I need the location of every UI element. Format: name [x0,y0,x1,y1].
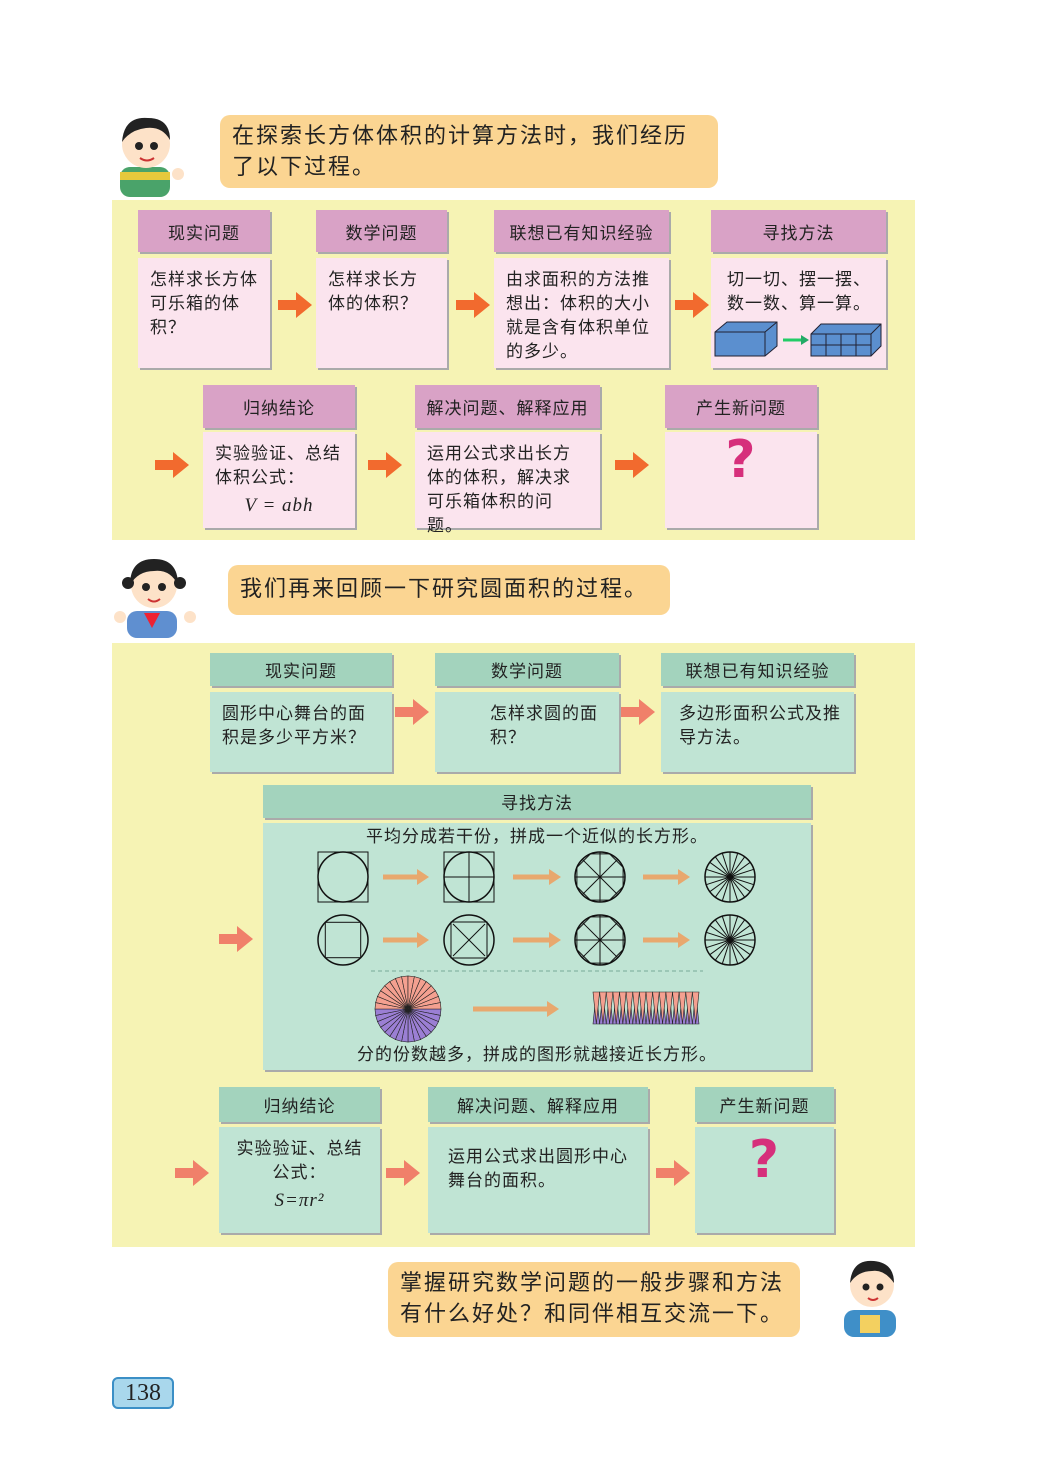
step-text: 运用公式求出长方体的体积，解决求可乐箱体积的问题。 [427,444,571,536]
speech-bubble-middle: 我们再来回顾一下研究圆面积的过程。 [228,565,670,615]
step-text: 由求面积的方法推想出：体积的大小就是含有体积单位的多少。 [506,270,650,362]
step-text: 圆形中心舞台的面积是多少平方米？ [222,704,366,748]
boy-illustration-2 [844,1260,896,1337]
step-title: 归纳结论 [219,1087,380,1122]
question-mark-icon: ? [748,1130,781,1190]
step-title: 产生新问题 [695,1087,834,1122]
step-body: 由求面积的方法推想出：体积的大小就是含有体积单位的多少。 [494,258,669,368]
arrow-right-icon [456,292,490,318]
step-title: 现实问题 [138,210,270,252]
step-title: 数学问题 [435,653,619,686]
arrow-right-icon [155,452,189,478]
formula: S=πr² [274,1190,325,1211]
page-number: 138 [112,1377,174,1409]
arrow-right-icon [675,292,709,318]
step-title: 数学问题 [316,210,447,252]
step-text: 运用公式求出圆形中心舞台的面积。 [448,1147,628,1191]
method-illustration-box: 平均分成若干份，拼成一个近似的长方形。分的份数越多，拼成的图形就越接近长方形。 [263,823,811,1070]
arrow-right-icon [278,292,312,318]
step-text: 多边形面积公式及推导方法。 [679,704,841,748]
arrow-right-icon [656,1160,690,1186]
circle-division-diagram [317,851,756,1043]
boy-illustration [120,117,184,197]
step-body: 实验验证、总结体积公式： V = abh [203,432,355,528]
method-caption-bottom: 分的份数越多，拼成的图形就越接近长方形。 [357,1045,717,1065]
speech-bubble-top: 在探索长方体体积的计算方法时，我们经历了以下过程。 [220,115,718,188]
step-body: 运用公式求出圆形中心舞台的面积。 [428,1127,648,1233]
step-body: 运用公式求出长方体的体积，解决求可乐箱体积的问题。 [415,432,600,536]
step-body: 怎样求圆的面积？ [435,692,619,772]
arrow-right-icon [621,699,655,725]
arrow-right-icon [386,1160,420,1186]
step-body: 实验验证、总结公式： S=πr² [219,1127,380,1233]
step-text: 切一切、摆一摆、数一数、算一算。 [727,270,871,314]
step-body: 多边形面积公式及推导方法。 [661,692,854,772]
step-body: 圆形中心舞台的面积是多少平方米？ [210,692,392,772]
speech-bubble-bottom: 掌握研究数学问题的一般步骤和方法有什么好处？和同伴相互交流一下。 [388,1262,800,1337]
step-body: 怎样求长方体的体积？ [316,258,447,368]
step-title: 解决问题、解释应用 [415,385,600,428]
arrow-right-icon [615,452,649,478]
step-title: 解决问题、解释应用 [428,1087,648,1122]
formula: V = abh [244,495,314,516]
step-body: 怎样求长方体可乐箱的体积？ [138,258,270,368]
step-title: 寻找方法 [263,785,811,818]
question-mark-icon: ? [725,430,757,490]
arrow-right-icon [368,452,402,478]
step-title: 产生新问题 [665,385,817,428]
step-text: 怎样求长方体可乐箱的体积？ [150,270,258,338]
step-title: 现实问题 [210,653,392,686]
step-body: ? [665,432,817,528]
step-title: 联想已有知识经验 [661,653,854,686]
cube-cutting-illustration [714,321,882,357]
step-text: 实验验证、总结体积公式： [215,444,341,488]
step-text: 怎样求长方体的体积？ [328,270,418,314]
step-body: ? [695,1127,834,1233]
step-title: 寻找方法 [711,210,886,252]
step-text: 实验验证、总结公式： [236,1139,363,1183]
arrow-right-icon [175,1160,209,1186]
step-body: 切一切、摆一摆、数一数、算一算。 [711,258,886,368]
step-title: 归纳结论 [203,385,355,428]
arrow-right-icon [219,926,253,952]
step-text: 怎样求圆的面积？ [490,704,598,748]
step-title: 联想已有知识经验 [494,210,669,252]
girl-illustration [114,559,196,638]
method-caption-top: 平均分成若干份，拼成一个近似的长方形。 [366,827,708,847]
arrow-right-icon [395,699,429,725]
